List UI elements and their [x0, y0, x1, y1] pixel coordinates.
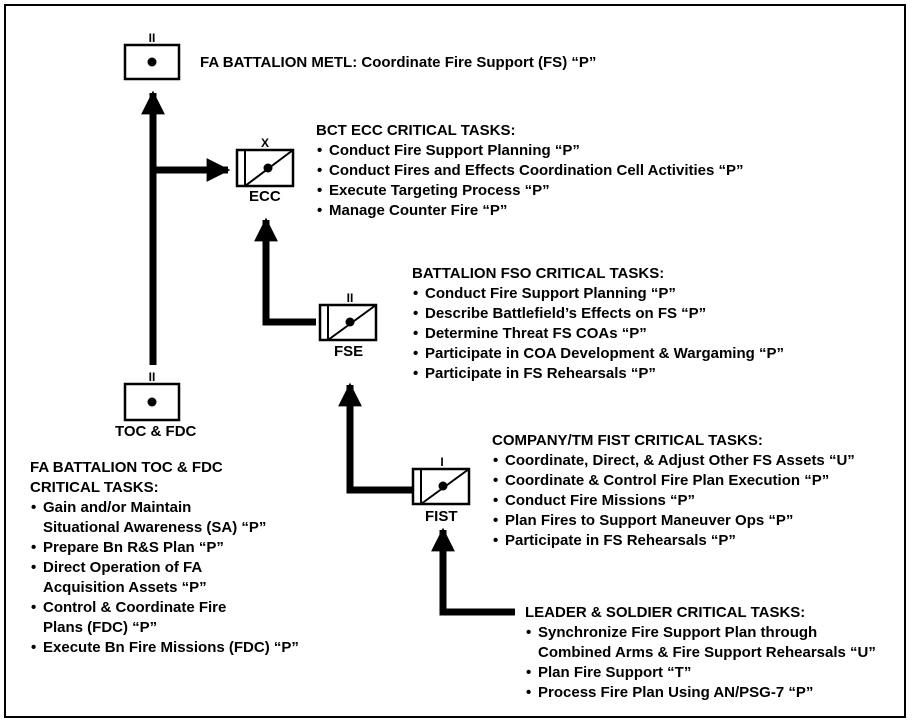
arrow-leader-to-fist: [431, 527, 515, 616]
list-item: Manage Counter Fire “P”: [316, 201, 886, 221]
list-item: Coordinate, Direct, & Adjust Other FS As…: [492, 451, 892, 471]
list-item: Participate in FS Rehearsals “P”: [492, 531, 892, 551]
list-item: Control & Coordinate Fire Plans (FDC) “P…: [30, 598, 360, 638]
list-item: Plan Fires to Support Maneuver Ops “P”: [492, 511, 892, 531]
list-item: Synchronize Fire Support Plan through Co…: [525, 623, 900, 663]
fist-unit-symbol: I: [411, 455, 471, 506]
fse-unit-symbol: II: [318, 291, 378, 342]
list-item: Participate in COA Development & Wargami…: [412, 344, 892, 364]
fist-echelon: I: [440, 455, 443, 469]
ecc-echelon: X: [261, 136, 269, 150]
arrow-fist-to-fse: [338, 382, 413, 494]
list-item: Plan Fire Support “T”: [525, 663, 900, 683]
fist-task-list: Coordinate, Direct, & Adjust Other FS As…: [492, 451, 892, 551]
fse-task-block: BATTALION FSO CRITICAL TASKS: Conduct Fi…: [412, 264, 892, 384]
toc-task-block: FA BATTALION TOC & FDC CRITICAL TASKS: G…: [30, 458, 360, 658]
fist-label: FIST: [425, 508, 458, 525]
connector-arrows: [141, 90, 515, 616]
list-item: Process Fire Plan Using AN/PSG-7 “P”: [525, 683, 900, 703]
list-item: Describe Battlefield’s Effects on FS “P”: [412, 304, 892, 324]
metl-unit-symbol: II: [123, 31, 181, 81]
ecc-label: ECC: [249, 188, 281, 205]
list-item: Conduct Fire Support Planning “P”: [412, 284, 892, 304]
list-item: Conduct Fire Support Planning “P”: [316, 141, 886, 161]
fse-title: BATTALION FSO CRITICAL TASKS:: [412, 265, 665, 282]
list-item: Gain and/or Maintain Situational Awarene…: [30, 498, 360, 538]
list-item: Conduct Fires and Effects Coordination C…: [316, 161, 886, 181]
diagram-frame: [4, 4, 906, 718]
toc-label: TOC & FDC: [115, 423, 197, 440]
toc-unit-symbol: II: [123, 370, 181, 422]
list-item: Conduct Fire Missions “P”: [492, 491, 892, 511]
ecc-task-list: Conduct Fire Support Planning “P” Conduc…: [316, 141, 886, 221]
fse-task-list: Conduct Fire Support Planning “P” Descri…: [412, 284, 892, 384]
leader-task-list: Synchronize Fire Support Plan through Co…: [525, 623, 900, 703]
fist-title: COMPANY/TM FIST CRITICAL TASKS:: [492, 432, 763, 449]
list-item: Coordinate & Control Fire Plan Execution…: [492, 471, 892, 491]
list-item: Execute Bn Fire Missions (FDC) “P”: [30, 638, 360, 658]
ecc-unit-symbol: X: [235, 136, 295, 188]
toc-task-list: Gain and/or Maintain Situational Awarene…: [30, 498, 360, 658]
fse-label: FSE: [334, 343, 364, 360]
list-item: Prepare Bn R&S Plan “P”: [30, 538, 360, 558]
list-item: Direct Operation of FA Acquisition Asset…: [30, 558, 360, 598]
metl-label: FA BATTALION METL: Coordinate Fire Suppo…: [200, 54, 597, 71]
leader-title: LEADER & SOLDIER CRITICAL TASKS:: [525, 604, 806, 621]
toc-title: FA BATTALION TOC & FDC CRITICAL TASKS:: [30, 459, 223, 496]
list-item: Determine Threat FS COAs “P”: [412, 324, 892, 344]
list-item: Execute Targeting Process “P”: [316, 181, 886, 201]
ecc-title: BCT ECC CRITICAL TASKS:: [316, 122, 516, 139]
list-item: Participate in FS Rehearsals “P”: [412, 364, 892, 384]
leader-task-block: LEADER & SOLDIER CRITICAL TASKS: Synchro…: [525, 603, 900, 703]
ecc-task-block: BCT ECC CRITICAL TASKS: Conduct Fire Sup…: [316, 121, 886, 221]
arrow-fse-to-ecc: [254, 217, 316, 326]
fse-echelon: II: [347, 291, 354, 305]
fist-task-block: COMPANY/TM FIST CRITICAL TASKS: Coordina…: [492, 431, 892, 551]
metl-echelon: II: [149, 31, 156, 45]
metl-text: FA BATTALION METL: Coordinate Fire Suppo…: [200, 53, 596, 73]
toc-echelon: II: [149, 370, 156, 384]
